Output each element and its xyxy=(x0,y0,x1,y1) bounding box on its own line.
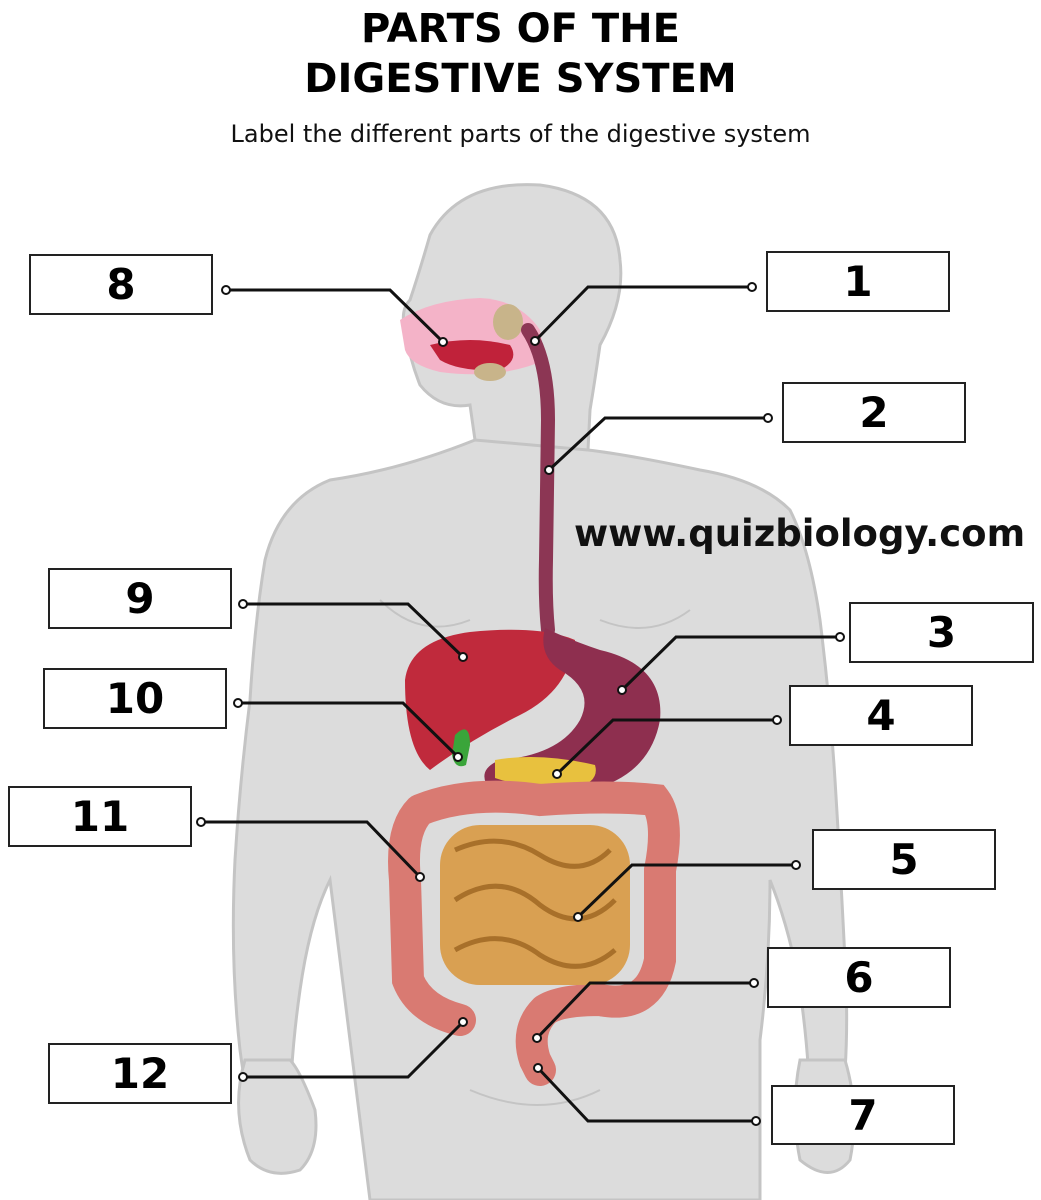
subtitle: Label the different parts of the digesti… xyxy=(230,120,811,148)
label-box-11[interactable]: 11 xyxy=(8,786,192,847)
label-box-5[interactable]: 5 xyxy=(812,829,996,890)
label-box-1[interactable]: 1 xyxy=(766,251,950,312)
leader-12 xyxy=(243,1020,465,1079)
website-url: www.quizbiology.com xyxy=(574,512,1026,555)
leader-1 xyxy=(533,285,752,343)
leader-3 xyxy=(620,635,840,692)
large-intestine xyxy=(388,780,680,1086)
label-box-4[interactable]: 4 xyxy=(789,685,973,746)
label-box-2[interactable]: 2 xyxy=(782,382,966,443)
hand-left xyxy=(237,1058,318,1175)
page-title: PARTS OF THE DIGESTIVE SYSTEM xyxy=(0,4,1041,104)
label-box-3[interactable]: 3 xyxy=(849,602,1034,663)
salivary-gland-lower xyxy=(474,363,506,381)
title-line-2: DIGESTIVE SYSTEM xyxy=(304,56,737,102)
salivary-gland-upper xyxy=(493,304,523,340)
label-box-9[interactable]: 9 xyxy=(48,568,232,629)
label-box-7[interactable]: 7 xyxy=(771,1085,955,1145)
small-intestine xyxy=(440,825,630,985)
label-box-10[interactable]: 10 xyxy=(43,668,227,729)
body-contours xyxy=(379,599,691,1106)
leader-endpoints xyxy=(196,282,845,1126)
liver xyxy=(405,629,575,770)
stomach xyxy=(484,628,661,795)
mouth-region xyxy=(400,298,545,381)
leader-9 xyxy=(243,602,465,659)
leader-4 xyxy=(555,718,777,776)
leader-10 xyxy=(238,701,460,759)
leader-8 xyxy=(226,288,445,344)
leader-lines xyxy=(201,285,840,1123)
label-box-6[interactable]: 6 xyxy=(767,947,951,1008)
label-box-8[interactable]: 8 xyxy=(29,254,213,315)
pancreas xyxy=(495,756,596,789)
title-line-1: PARTS OF THE xyxy=(361,6,680,52)
leader-2 xyxy=(547,416,768,472)
leader-7 xyxy=(536,1066,756,1123)
leader-6 xyxy=(535,981,754,1040)
leader-5 xyxy=(576,863,796,919)
leader-11 xyxy=(201,820,422,879)
esophagus xyxy=(521,323,556,637)
label-box-12[interactable]: 12 xyxy=(48,1043,232,1104)
